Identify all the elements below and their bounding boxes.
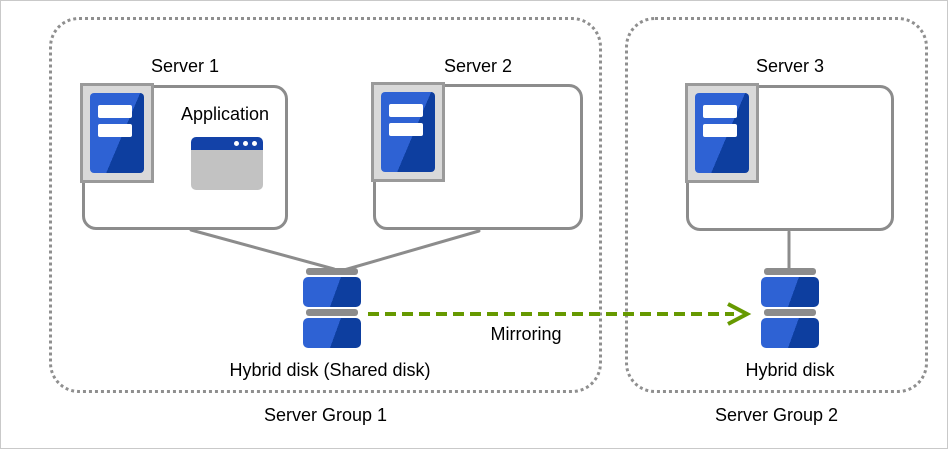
server-tower-icon [695,93,749,173]
app-window-titlebar [191,137,263,150]
hybrid-disk-label: Hybrid disk [745,360,835,380]
server-group-2-label: Server Group 2 [714,405,839,425]
app-window-dots [234,141,257,146]
app-window-body [191,150,263,190]
server-group-1-label: Server Group 1 [263,405,388,425]
tower-slot [98,124,132,137]
server-1-icon-holder [80,83,154,183]
tower-slot [703,124,737,137]
server-tower-icon [90,93,144,173]
server-group-1-container [49,17,602,393]
server-tower-icon [381,92,435,172]
shared-disk-label: Hybrid disk (Shared disk) [229,360,431,380]
disk-stack-icon-shared [303,268,361,350]
server-group-2-container [625,17,928,393]
tower-slot [703,105,737,118]
disk-stack-icon-mirror [761,268,819,350]
server-2-icon-holder [371,82,445,182]
server-3-title: Server 3 [755,56,825,76]
server-2-title: Server 2 [443,56,513,76]
server-1-title: Server 1 [150,56,220,76]
server-3-icon-holder [685,83,759,183]
app-window-icon [191,137,263,190]
tower-slot [389,104,423,117]
application-label: Application [180,104,270,124]
tower-slot [389,123,423,136]
tower-slot [98,105,132,118]
mirroring-label: Mirroring [490,324,562,344]
